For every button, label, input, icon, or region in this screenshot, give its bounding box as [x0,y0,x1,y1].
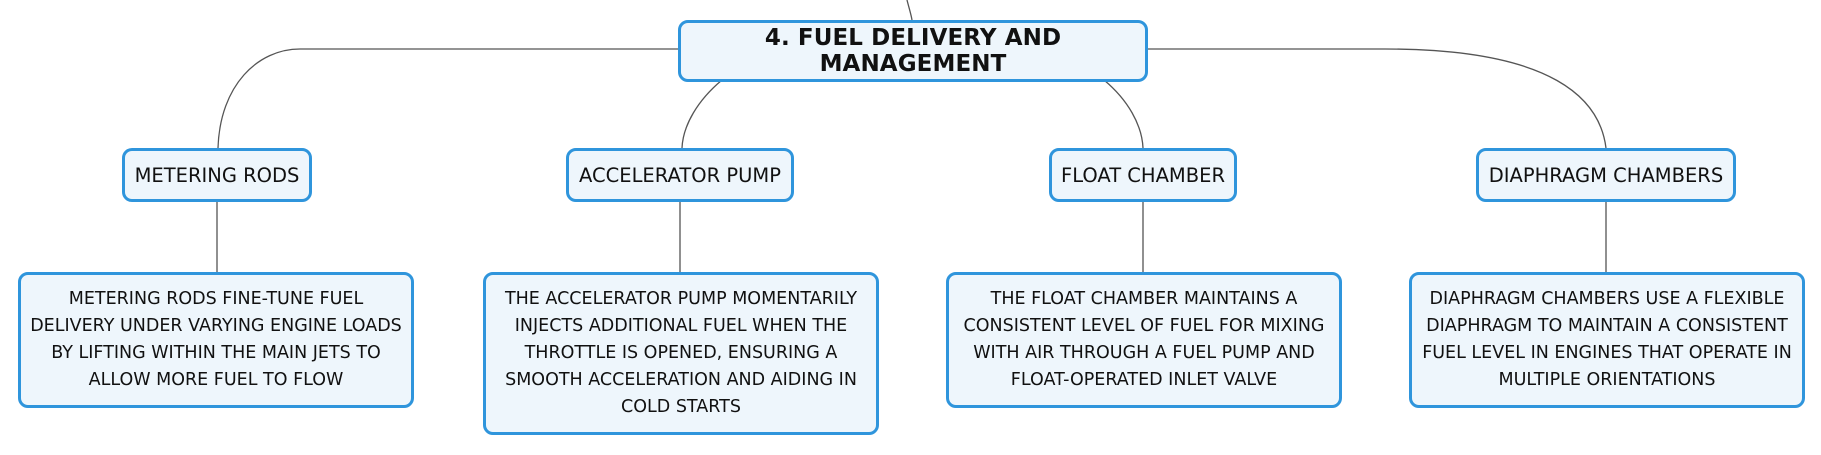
detail-text: DIAPHRAGM CHAMBERS USE A FLEXIBLE DIAPHR… [1422,289,1792,390]
connector-root-diaphragm-chambers [1148,48,1607,149]
topic-diaphragm-chambers[interactable]: DIAPHRAGM CHAMBERS [1476,148,1736,202]
detail-accelerator-pump[interactable]: THE ACCELERATOR PUMP MOMENTARILY INJECTS… [483,272,879,435]
topic-label: METERING RODS [134,163,300,187]
detail-metering-rods[interactable]: METERING RODS FINE-TUNE FUEL DELIVERY UN… [18,272,414,408]
connector-root-parent [906,0,913,21]
topic-accelerator-pump[interactable]: ACCELERATOR PUMP [566,148,794,202]
topic-label: DIAPHRAGM CHAMBERS [1488,163,1724,187]
connector-root-float-chamber [1103,79,1144,149]
topic-label: ACCELERATOR PUMP [579,163,781,187]
root-topic-label: 4. FUEL DELIVERY AND MANAGEMENT [764,25,1062,77]
detail-text: THE ACCELERATOR PUMP MOMENTARILY INJECTS… [504,289,858,417]
topic-metering-rods[interactable]: METERING RODS [122,148,312,202]
detail-text: THE FLOAT CHAMBER MAINTAINS A CONSISTENT… [963,289,1325,390]
detail-text: METERING RODS FINE-TUNE FUEL DELIVERY UN… [30,289,402,390]
detail-diaphragm-chambers[interactable]: DIAPHRAGM CHAMBERS USE A FLEXIBLE DIAPHR… [1409,272,1805,408]
connector-root-accelerator-pump [681,79,723,149]
connector-root-metering-rods [217,48,678,149]
topic-label: FLOAT CHAMBER [1060,163,1226,187]
detail-float-chamber[interactable]: THE FLOAT CHAMBER MAINTAINS A CONSISTENT… [946,272,1342,408]
topic-float-chamber[interactable]: FLOAT CHAMBER [1049,148,1237,202]
root-topic[interactable]: 4. FUEL DELIVERY AND MANAGEMENT [678,20,1148,82]
